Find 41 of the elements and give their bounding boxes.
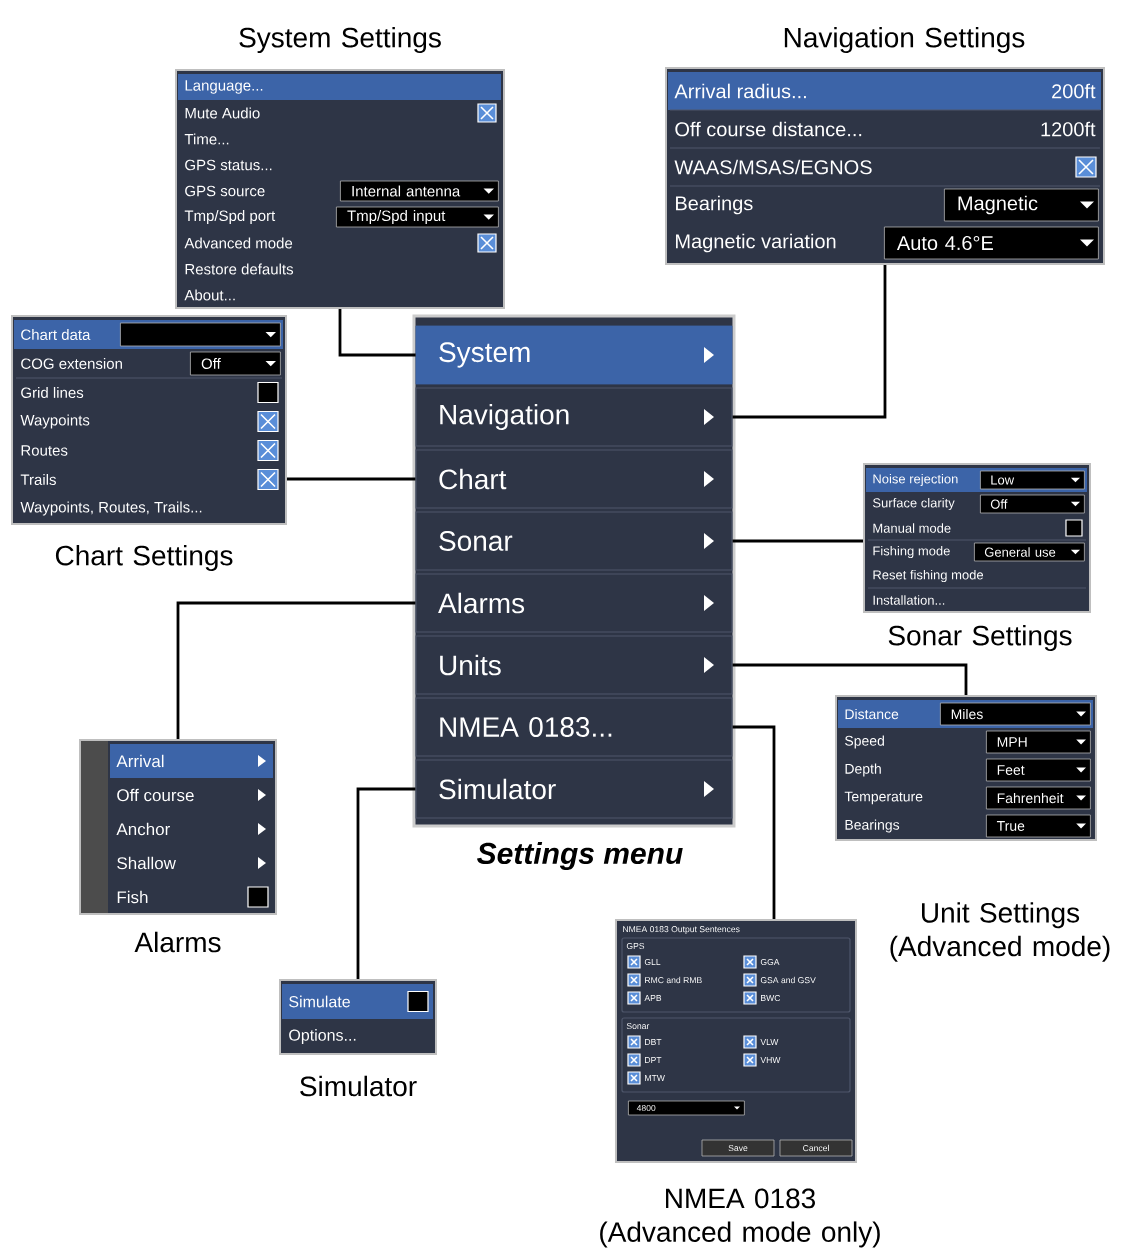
menu-caption: Settings menu: [477, 842, 683, 870]
menu-item: Chart: [415, 449, 733, 509]
screen-title: Sonar Settings: [888, 624, 1072, 652]
connector-line: [338, 309, 416, 357]
screen-title: Unit Settings (Advanced mode): [890, 902, 1110, 962]
setting-label: Simulate: [289, 995, 350, 1008]
screen-title: Simulator: [300, 1075, 417, 1097]
setting-label: Off course distance...: [675, 121, 862, 137]
setting-label: Off course: [117, 788, 194, 802]
dropdown-field: Magnetic: [944, 188, 1099, 222]
connector-line: [356, 787, 416, 979]
setting-label: Fish: [117, 890, 148, 904]
setting-value: 200ft: [1052, 83, 1096, 99]
setting-value: 1200ft: [1041, 121, 1096, 137]
menu-item: Alarms: [415, 573, 733, 633]
connector-line: [176, 601, 416, 739]
connector-line: [287, 477, 416, 481]
connector-line: [732, 725, 776, 919]
screen-title: Alarms: [134, 931, 221, 953]
setting-label: Anchor: [116, 822, 170, 836]
menu-item: NMEA 0183...: [415, 697, 733, 757]
menu-item: Units: [415, 635, 733, 695]
screen-title: System Settings: [239, 26, 441, 54]
menu-item: Navigation: [415, 387, 733, 447]
setting-label: Arrival radius...: [674, 83, 806, 99]
dropdown-field: Auto 4.6°E: [884, 226, 1099, 260]
menu-item: System: [415, 325, 733, 385]
setting-label: Arrival: [116, 754, 164, 768]
menu-item: Sonar: [415, 511, 733, 571]
screen-title: Chart Settings: [55, 544, 233, 572]
menu-item: Simulator: [415, 759, 733, 819]
setting-label: WAAS/MSAS/EGNOS: [674, 159, 872, 175]
setting-label: Shallow: [117, 856, 176, 870]
screen-title: NMEA 0183 (Advanced mode only): [600, 1188, 880, 1248]
setting-label: Magnetic variation: [676, 233, 836, 253]
setting-label: Options...: [289, 1029, 356, 1044]
setting-label: Bearings: [676, 195, 753, 215]
connector-line: [732, 539, 863, 543]
connector-line: [732, 663, 968, 695]
screen-title: Navigation Settings: [784, 26, 1025, 54]
connector-line: [732, 265, 887, 419]
